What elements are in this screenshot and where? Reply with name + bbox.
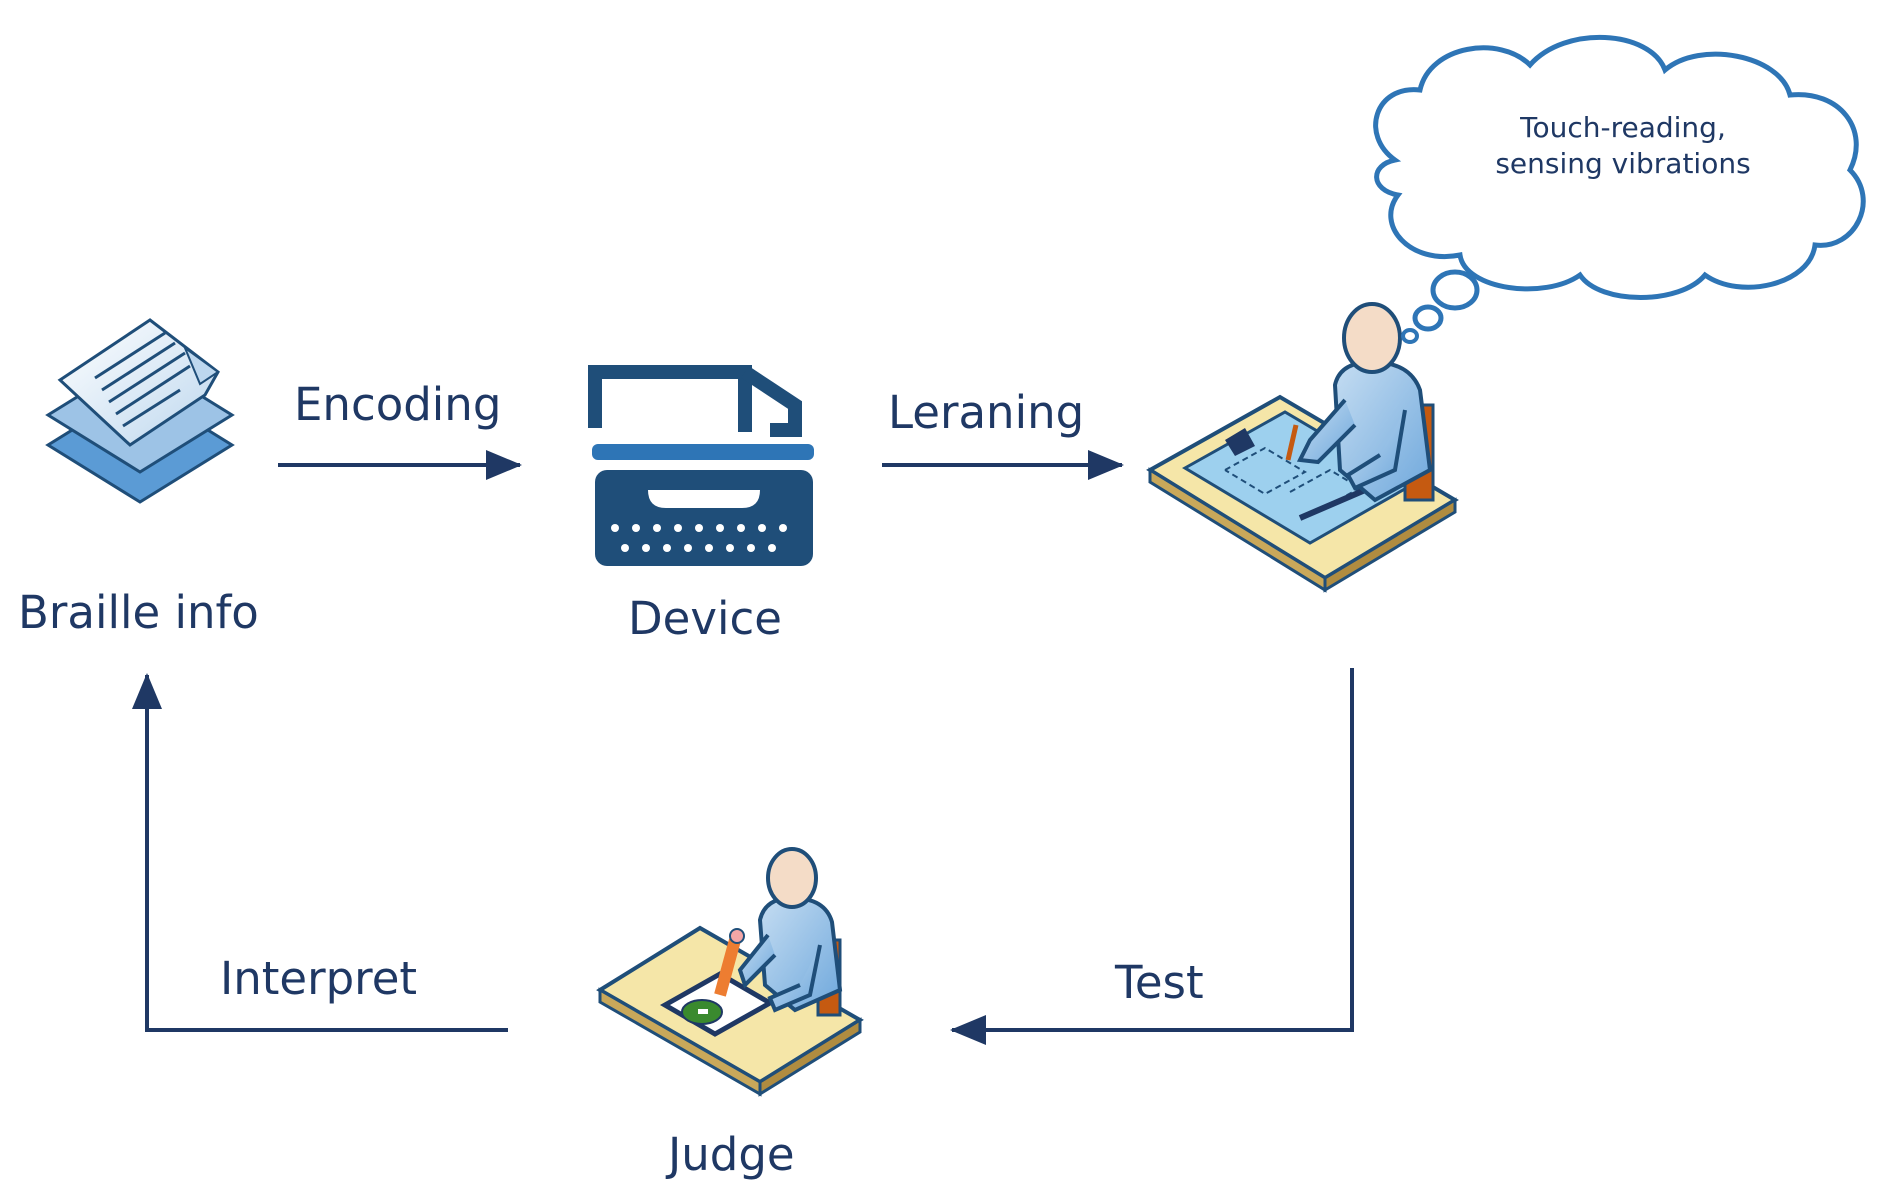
edge-label-encoding: Encoding <box>294 378 502 431</box>
thought-bubble-line-2: sensing vibrations <box>1495 147 1751 181</box>
thought-bubble-text: Touch-reading, sensing vibrations <box>1463 110 1783 183</box>
test-arrow <box>950 668 1354 1045</box>
braille-typewriter-icon <box>588 365 814 566</box>
edge-label-interpret: Interpret <box>220 952 418 1005</box>
thought-bubble-line-1: Touch-reading, <box>1520 111 1726 144</box>
interpret-arrow <box>132 673 508 1032</box>
node-label-braille-info: Braille info <box>18 586 259 639</box>
person-at-desk-grading-icon <box>596 847 864 1097</box>
edge-label-learning: Leraning <box>888 386 1085 439</box>
node-label-device: Device <box>628 592 782 645</box>
thought-bubble-cloud <box>1373 35 1866 344</box>
edge-label-test: Test <box>1115 956 1204 1009</box>
document-stack-icon <box>45 318 235 504</box>
person-at-desk-drawing-icon <box>1146 302 1459 593</box>
node-label-judge: Judge <box>668 1128 795 1181</box>
